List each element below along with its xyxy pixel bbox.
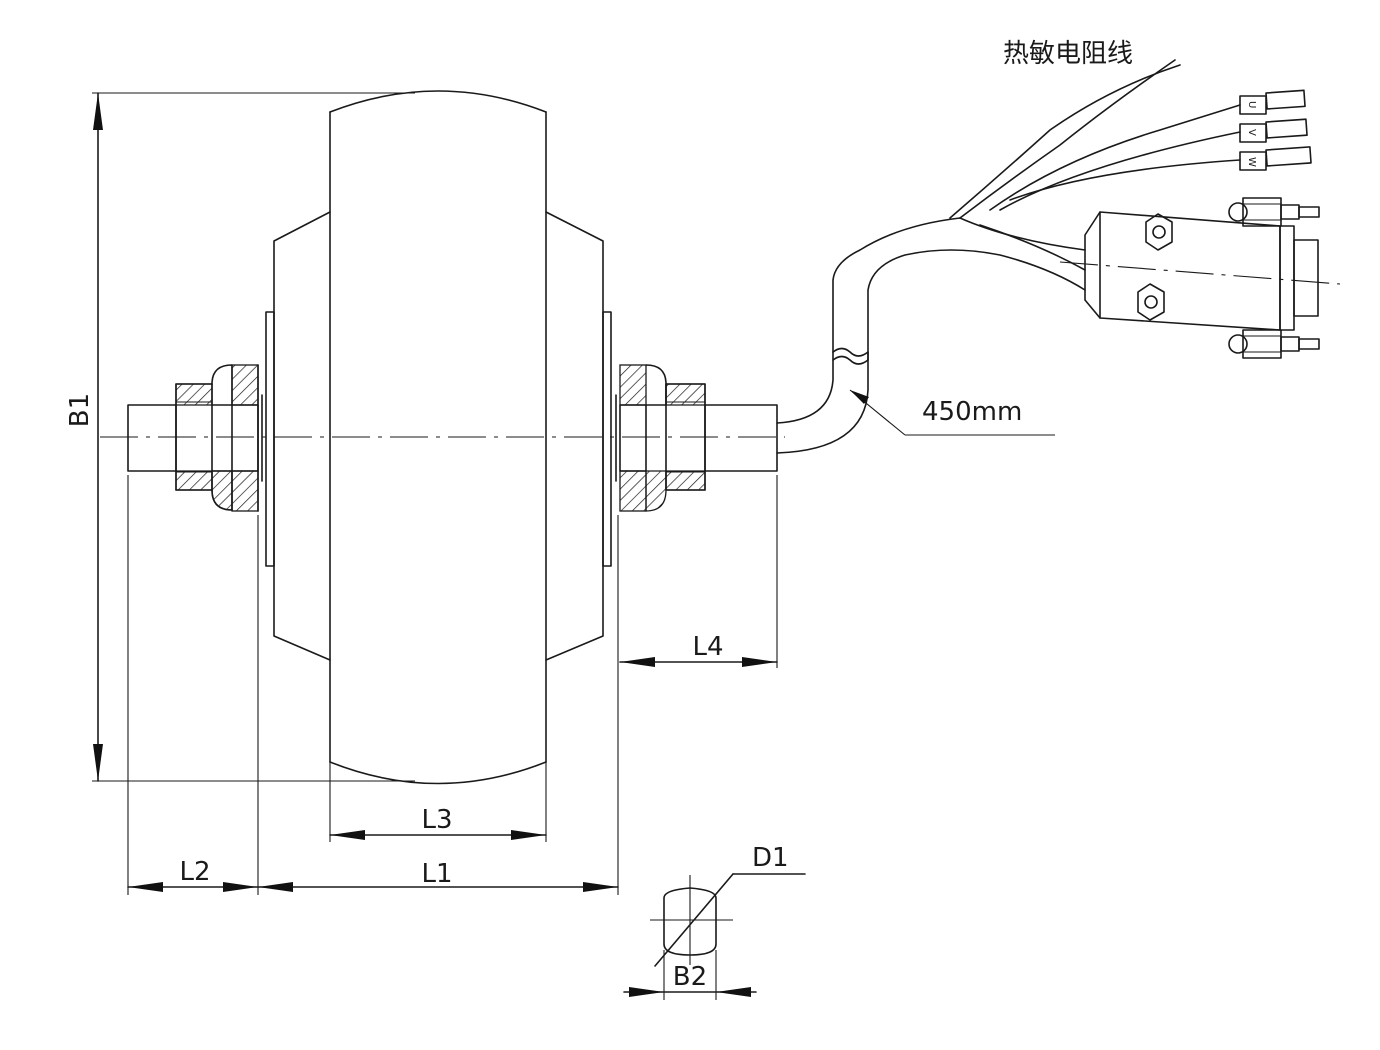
phase-terminal-u: U — [1239, 89, 1306, 115]
phase-v-label: V — [1246, 129, 1257, 136]
right-axle-assembly — [615, 364, 778, 512]
phase-u-label: U — [1246, 101, 1257, 108]
cable-length-leader — [849, 389, 1055, 436]
motor-cable — [776, 59, 1241, 454]
dimension-b2 — [623, 987, 757, 997]
phase-terminal-v: V — [1239, 118, 1308, 143]
l1-label: L1 — [421, 859, 452, 889]
l3-label: L3 — [421, 805, 452, 835]
thermistor-wire-label: 热敏电阻线 — [1003, 39, 1133, 69]
d1-label: D1 — [752, 843, 789, 873]
phase-w-label: W — [1246, 157, 1257, 167]
left-axle-assembly — [127, 364, 263, 512]
signal-connector — [1059, 197, 1341, 359]
cable-length-label: 450mm — [922, 397, 1022, 427]
b2-label: B2 — [673, 962, 707, 992]
l2-label: L2 — [179, 857, 210, 887]
dimension-l1 — [257, 515, 619, 895]
phase-terminal-w: W — [1239, 146, 1312, 171]
shaft-cross-section — [650, 873, 806, 1000]
dimension-l2 — [127, 475, 259, 895]
dimension-l4 — [619, 475, 778, 668]
dimension-l3 — [329, 762, 547, 842]
l4-label: L4 — [692, 632, 723, 662]
b1-label: B1 — [65, 393, 95, 427]
dimension-b1 — [92, 92, 415, 782]
wheel-body — [265, 90, 612, 785]
